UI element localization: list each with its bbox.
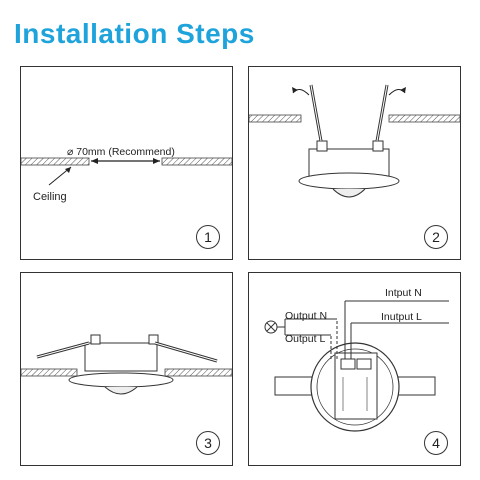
ceiling-right <box>161 157 232 166</box>
step-2-panel: 2 <box>248 66 461 260</box>
step-1-drawing <box>21 157 232 186</box>
step-number: 3 <box>196 431 220 455</box>
step-number: 4 <box>424 431 448 455</box>
sensor-flange <box>68 372 174 388</box>
step-3-panel: 3 <box>20 272 233 466</box>
step-2-drawing <box>249 84 460 198</box>
step-number: 2 <box>424 225 448 249</box>
step-number: 1 <box>196 225 220 249</box>
ceiling-label: Ceiling <box>33 191 67 203</box>
step-4-panel: Output N Output L Intput N Inutput L 4 <box>248 272 461 466</box>
sensor-lens <box>104 386 138 395</box>
ceiling-left <box>249 114 302 123</box>
step-1-panel: ⌀ 70mm (Recommend) Ceiling 1 <box>20 66 233 260</box>
sensor-housing <box>308 148 390 178</box>
sensor-lens <box>332 188 366 198</box>
input-n-label: Intput N <box>385 287 422 299</box>
output-n-label: Output N <box>285 310 328 322</box>
ceiling-right <box>388 114 460 123</box>
ceiling-right <box>164 368 232 377</box>
step-4-drawing <box>264 300 449 432</box>
input-l-label: Inutput L <box>381 311 422 323</box>
sensor-housing <box>84 342 158 372</box>
page-title: Installation Steps <box>14 18 255 49</box>
output-l-label: Output L <box>285 333 326 345</box>
sensor-flange <box>298 172 400 190</box>
ceiling-left <box>21 368 78 377</box>
step-3-drawing <box>21 334 232 395</box>
ceiling-left <box>21 157 90 166</box>
hole-size-label: ⌀ 70mm (Recommend) <box>67 146 175 158</box>
